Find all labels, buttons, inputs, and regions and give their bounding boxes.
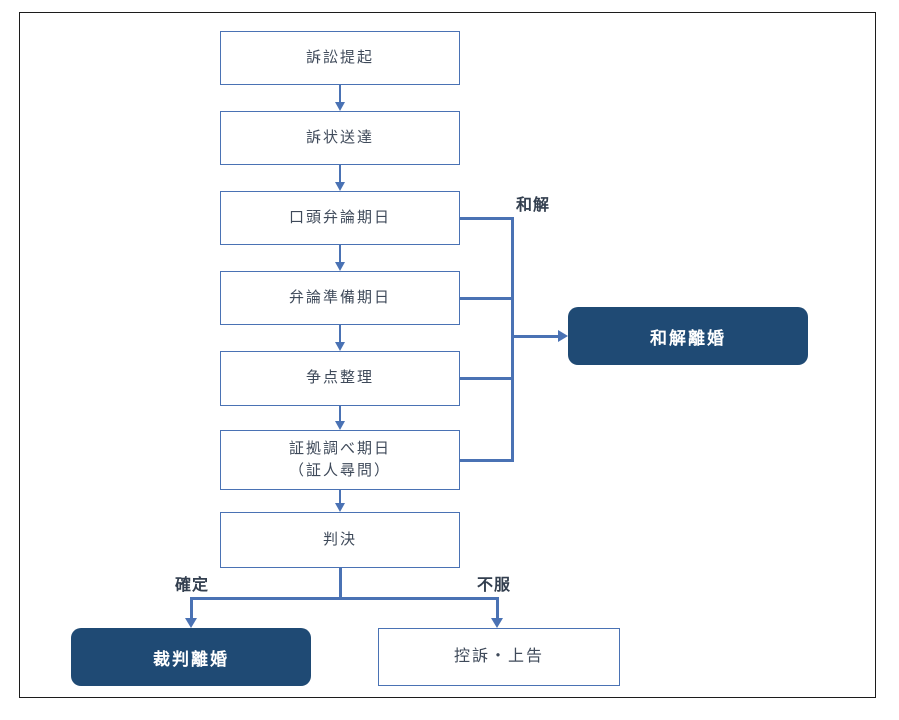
step-box-preparation-date: 弁論準備期日	[220, 271, 460, 325]
diagram-frame	[19, 12, 876, 698]
step-box-filing: 訴訟提起	[220, 31, 460, 85]
step-box-oral-argument-date: 口頭弁論期日	[220, 191, 460, 245]
branch-label-settlement: 和解	[516, 197, 551, 214]
box-appeal-final-appeal: 控訴・上告	[378, 628, 620, 686]
arrow-down-dissatisfied	[495, 597, 499, 618]
arrow-down-3	[338, 245, 342, 262]
step-box-evidence-examination: 証拠調べ期日 （証人尋問）	[220, 430, 460, 490]
branch-label-confirmed: 確定	[174, 577, 209, 594]
connector-stub-preparation	[460, 296, 513, 300]
arrow-down-confirmed	[189, 597, 193, 618]
settlement-bus-line	[511, 216, 514, 462]
branch-label-dissatisfied: 不服	[476, 577, 511, 594]
connector-stub-oral-argument	[460, 216, 513, 220]
arrow-down-2	[338, 165, 342, 182]
step-box-service-of-complaint: 訴状送達	[220, 111, 460, 165]
arrow-down-5	[338, 406, 342, 421]
connector-stub-issue-sorting	[460, 377, 513, 380]
arrow-down-1	[338, 85, 342, 102]
outcome-box-judicial-divorce: 裁判離婚	[71, 628, 311, 686]
arrow-down-6	[338, 490, 342, 503]
judgment-branch-vertical-line	[338, 568, 342, 598]
outcome-box-settlement-divorce: 和解離婚	[568, 307, 808, 365]
arrow-right-settlement	[513, 334, 558, 338]
connector-stub-evidence	[460, 458, 513, 462]
arrow-down-4	[338, 325, 342, 342]
step-box-judgment: 判決	[220, 512, 460, 568]
judgment-branch-horizontal-line	[189, 597, 499, 600]
step-box-issue-sorting: 争点整理	[220, 351, 460, 406]
